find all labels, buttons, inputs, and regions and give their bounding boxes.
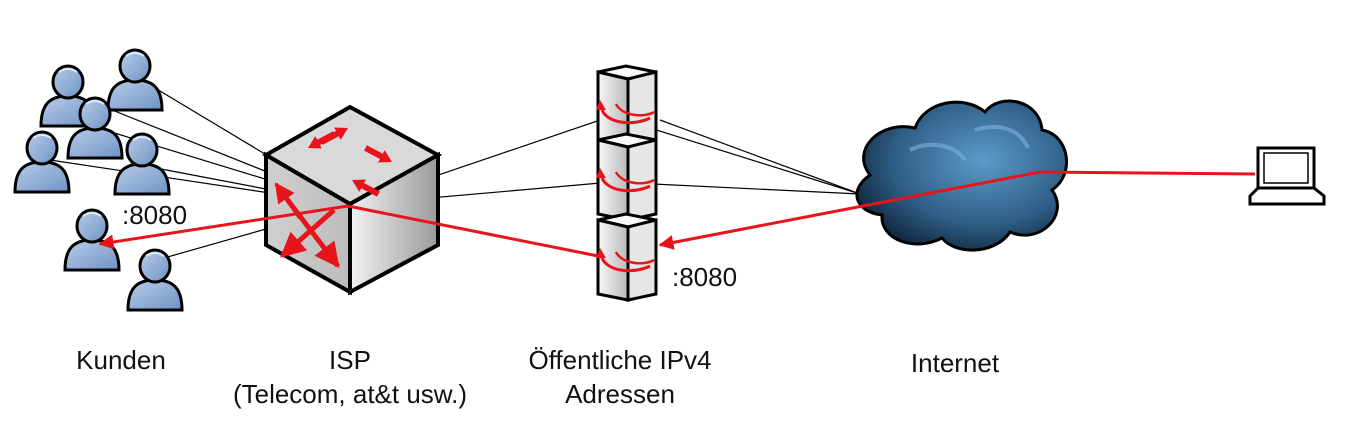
router-switch-icon [262, 104, 443, 296]
isp-label-line1: ISP [329, 345, 371, 375]
public-ipv4-label: Öffentliche IPv4 Adressen [490, 343, 750, 411]
server-icon [594, 212, 658, 302]
client-port-label: :8080 [122, 200, 188, 230]
kunden-label: Kunden [76, 345, 166, 375]
server-port-label: :8080 [672, 262, 738, 292]
user-icon [63, 208, 121, 272]
internet-label: Internet [910, 348, 1000, 378]
public-ipv4-line2: Adressen [565, 379, 675, 409]
public-ipv4-line1: Öffentliche IPv4 [528, 345, 712, 375]
laptop-icon [1248, 146, 1326, 206]
cloud-icon [855, 99, 1068, 252]
traffic-flow [98, 170, 1256, 258]
server-icon [594, 132, 658, 222]
isp-label-line2: (Telecom, at&t usw.) [232, 379, 468, 409]
user-icon [113, 132, 171, 196]
connection-lines [49, 84, 861, 263]
user-icon [126, 248, 184, 312]
user-icon [106, 48, 164, 112]
isp-label: ISP (Telecom, at&t usw.) [200, 343, 500, 411]
